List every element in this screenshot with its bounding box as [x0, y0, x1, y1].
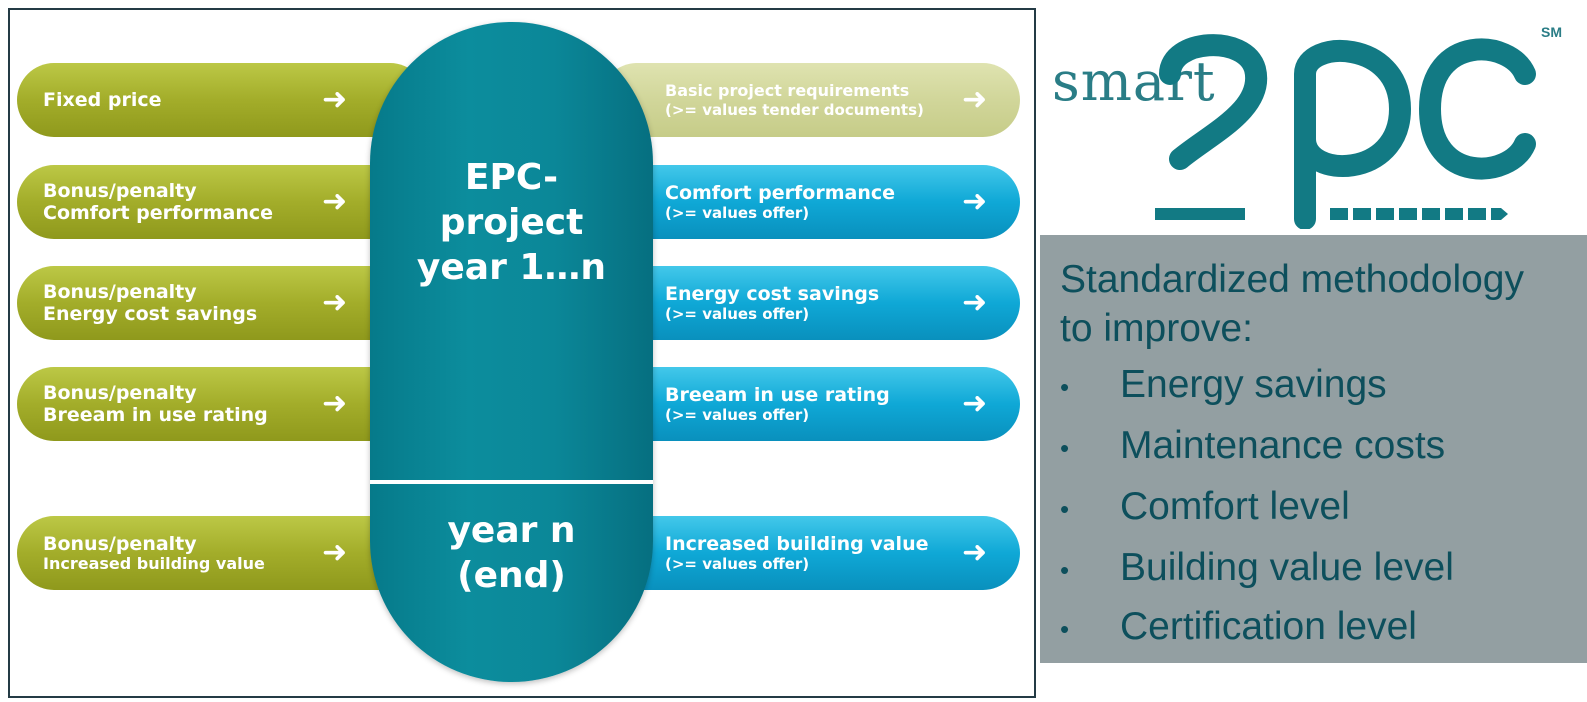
left-item-line2: Increased building value [43, 554, 265, 573]
arrow-right-icon: ➜ [962, 386, 988, 421]
arrow-right-icon: ➜ [322, 285, 348, 320]
left-item-line1: Bonus/penalty [43, 180, 197, 202]
arrow-right-icon: ➜ [962, 535, 988, 570]
bullet-item: • Energy savings [1060, 362, 1387, 410]
bullet-item: • Certification level [1060, 604, 1417, 652]
arrow-right-icon: ➜ [962, 184, 988, 219]
left-item-line2: Energy cost savings [43, 303, 258, 325]
left-item-line1: Bonus/penalty [43, 533, 197, 555]
left-item-building-value: Bonus/penalty Increased building value ➜ [17, 516, 427, 590]
bullet-item: • Building value level [1060, 545, 1454, 593]
bullet-item: • Maintenance costs [1060, 423, 1445, 471]
right-item-sub: (>= values offer) [665, 406, 810, 424]
bullet-icon: • [1060, 613, 1070, 644]
right-item-energy: Energy cost savings (>= values offer) ➜ [600, 266, 1020, 340]
left-item-line2: Breeam in use rating [43, 404, 268, 426]
right-item-title: Basic project requirements [665, 81, 910, 100]
capsule-divider [370, 480, 653, 484]
right-item-sub: (>= values offer) [665, 305, 810, 323]
right-item-sub: (>= values tender documents) [665, 101, 924, 119]
right-item-comfort: Comfort performance (>= values offer) ➜ [600, 165, 1020, 239]
right-item-basic-requirements: Basic project requirements (>= values te… [600, 63, 1020, 137]
right-item-title: Comfort performance [665, 182, 896, 204]
right-item-title: Breeam in use rating [665, 384, 890, 406]
epc-project-capsule [370, 22, 653, 682]
capsule-top-label: EPC- project year 1…n [370, 155, 653, 290]
bullet-item: • Comfort level [1060, 484, 1350, 532]
panel-heading-line2: to improve: [1060, 307, 1253, 350]
left-item-line1: Bonus/penalty [43, 382, 197, 404]
panel-heading: Standardized methodology to improve: [1060, 255, 1524, 353]
capsule-line-year: year 1…n [416, 247, 607, 288]
left-item-fixed-price: Fixed price ➜ [17, 63, 427, 137]
bullet-text: Certification level [1120, 605, 1417, 648]
bullet-text: Energy savings [1120, 363, 1387, 406]
capsule-line-end: (end) [457, 555, 566, 596]
bullet-icon: • [1060, 554, 1070, 585]
left-item-comfort: Bonus/penalty Comfort performance ➜ [17, 165, 427, 239]
bullet-text: Comfort level [1120, 485, 1350, 528]
bullet-icon: • [1060, 432, 1070, 463]
logo-epc-mark [1155, 34, 1536, 229]
left-item-energy: Bonus/penalty Energy cost savings ➜ [17, 266, 427, 340]
arrow-right-icon: ➜ [322, 184, 348, 219]
right-item-breeam: Breeam in use rating (>= values offer) ➜ [600, 367, 1020, 441]
bullet-text: Building value level [1120, 546, 1454, 589]
left-item-breeam: Bonus/penalty Breeam in use rating ➜ [17, 367, 427, 441]
right-item-title: Energy cost savings [665, 283, 880, 305]
arrow-right-icon: ➜ [322, 82, 348, 117]
panel-heading-line1: Standardized methodology [1060, 258, 1524, 301]
left-item-line1: Fixed price [43, 89, 162, 111]
arrow-right-icon: ➜ [322, 386, 348, 421]
arrow-right-icon: ➜ [962, 285, 988, 320]
capsule-line-year-n: year n [447, 510, 576, 551]
methodology-panel: Standardized methodology to improve: • En… [1040, 235, 1587, 663]
left-item-line2: Comfort performance [43, 202, 274, 224]
left-item-line1: Bonus/penalty [43, 281, 197, 303]
bullet-icon: • [1060, 493, 1070, 524]
capsule-line-project: project [439, 202, 584, 243]
arrow-right-icon: ➜ [322, 535, 348, 570]
right-item-sub: (>= values offer) [665, 204, 810, 222]
right-item-sub: (>= values offer) [665, 555, 810, 573]
bullet-text: Maintenance costs [1120, 424, 1446, 467]
logo-sm-mark: SM [1541, 24, 1562, 40]
bullet-icon: • [1060, 371, 1070, 402]
right-item-building-value: Increased building value (>= values offe… [600, 516, 1020, 590]
capsule-bottom-label: year n (end) [370, 508, 653, 598]
capsule-line-epc: EPC- [464, 157, 559, 198]
arrow-right-icon: ➜ [962, 82, 988, 117]
right-item-title: Increased building value [665, 533, 929, 555]
